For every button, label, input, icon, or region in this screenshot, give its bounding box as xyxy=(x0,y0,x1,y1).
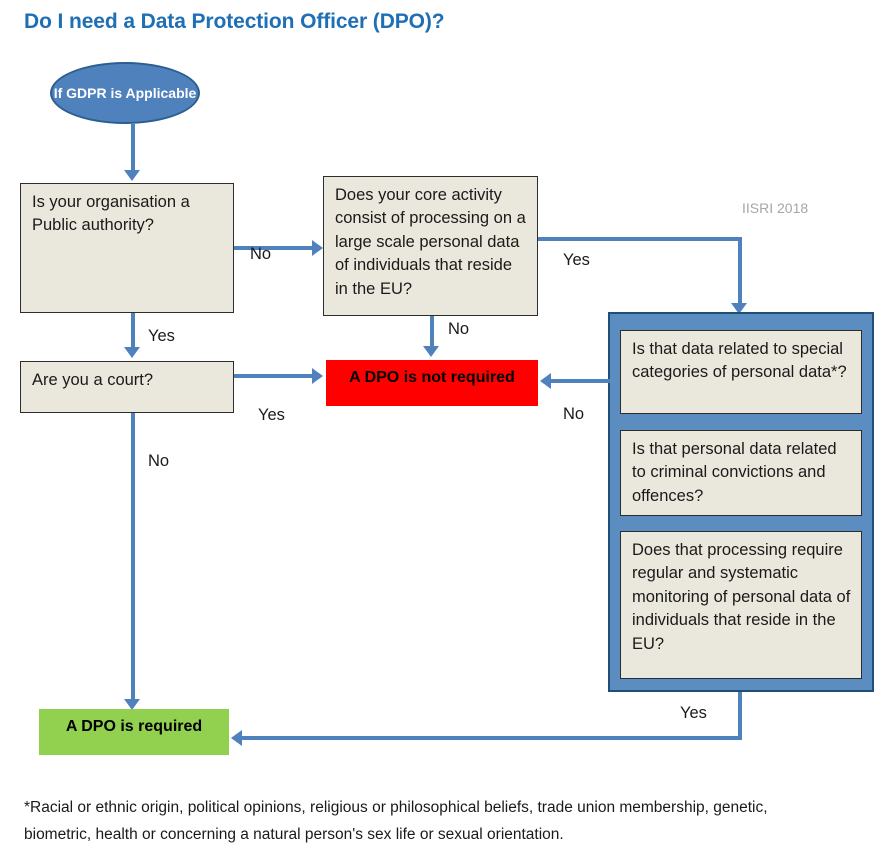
edge-label-group-no: No xyxy=(563,405,585,423)
connector-core-activity-no xyxy=(430,316,434,348)
node-court[interactable]: Are you a court? xyxy=(20,361,234,413)
edge-label-public-authority-yes: Yes xyxy=(148,327,175,345)
node-public-authority-label: Is your organisation a Public authority? xyxy=(32,193,190,235)
edge-label-core-activity-no: No xyxy=(448,320,470,338)
arrowhead-right-icon xyxy=(312,368,323,384)
arrowhead-down-icon xyxy=(423,346,439,357)
arrowhead-down-icon xyxy=(124,170,140,181)
arrowhead-left-icon xyxy=(231,730,242,746)
node-result-not-required-label: A DPO is not required xyxy=(349,369,515,386)
edge-label-court-yes: Yes xyxy=(258,406,285,424)
node-special-categories-label: Is that data related to special categori… xyxy=(632,340,847,382)
arrowhead-down-icon xyxy=(731,303,747,314)
node-criminal-convictions-label: Is that personal data related to crimina… xyxy=(632,440,837,505)
page-title: Do I need a Data Protection Officer (DPO… xyxy=(24,10,445,33)
connector-group-no xyxy=(551,379,610,383)
node-result-required[interactable]: A DPO is required xyxy=(39,709,229,755)
node-result-not-required[interactable]: A DPO is not required xyxy=(326,360,538,406)
connector-core-activity-yes-horizontal xyxy=(538,237,742,241)
connector-court-no xyxy=(131,413,135,701)
node-special-categories[interactable]: Is that data related to special categori… xyxy=(620,330,862,414)
edge-label-court-no: No xyxy=(148,452,170,470)
node-systematic-monitoring[interactable]: Does that processing require regular and… xyxy=(620,531,862,679)
node-start[interactable]: If GDPR is Applicable xyxy=(50,62,200,124)
edge-label-public-authority-no: No xyxy=(250,245,272,263)
node-public-authority[interactable]: Is your organisation a Public authority? xyxy=(20,183,234,313)
node-court-label: Are you a court? xyxy=(32,371,154,389)
connector-court-yes xyxy=(234,374,312,378)
watermark-label: IISRI 2018 xyxy=(742,200,809,216)
connector-start-to-public-authority xyxy=(131,124,135,172)
arrowhead-left-icon xyxy=(540,373,551,389)
arrowhead-down-icon xyxy=(124,347,140,358)
node-criminal-convictions[interactable]: Is that personal data related to crimina… xyxy=(620,430,862,516)
connector-group-yes-vertical xyxy=(738,692,742,740)
arrowhead-down-icon xyxy=(124,699,140,710)
node-systematic-monitoring-label: Does that processing require regular and… xyxy=(632,541,851,653)
connector-public-authority-yes xyxy=(131,313,135,349)
node-core-activity[interactable]: Does your core activity consist of proce… xyxy=(323,176,538,316)
connector-public-authority-no xyxy=(234,246,312,250)
connector-core-activity-yes-vertical xyxy=(738,237,742,305)
connector-group-yes-horizontal xyxy=(242,736,742,740)
node-result-required-label: A DPO is required xyxy=(65,718,203,735)
edge-label-group-yes: Yes xyxy=(680,704,707,722)
node-core-activity-label: Does your core activity consist of proce… xyxy=(335,186,526,298)
node-start-label: If GDPR is Applicable xyxy=(53,84,197,101)
arrowhead-right-icon xyxy=(312,240,323,256)
footnote-text: *Racial or ethnic origin, political opin… xyxy=(24,799,768,844)
edge-label-core-activity-yes: Yes xyxy=(563,251,590,269)
